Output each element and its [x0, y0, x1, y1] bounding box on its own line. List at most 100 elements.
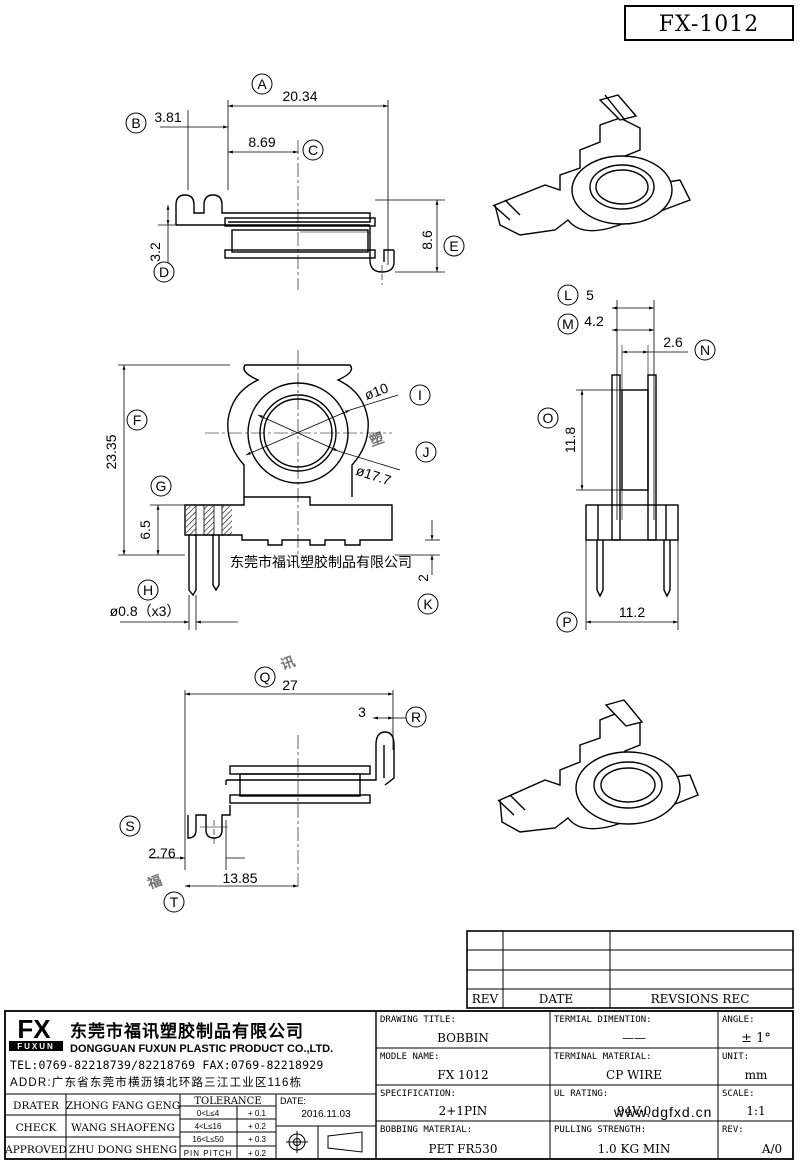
- dim-o-value: 11.8: [562, 427, 578, 453]
- svg-text:福: 福: [144, 872, 164, 892]
- svg-text:O: O: [543, 410, 554, 426]
- revisions-header: REVSIONS REC: [651, 992, 750, 1006]
- unit-value: mm: [745, 1068, 768, 1082]
- top-view-labels: 20.34 3.81 8.69 3.2 8.6: [147, 88, 435, 262]
- company-addr: ADDR:广东省东莞市横沥镇北环路三江工业区116栋: [10, 1075, 302, 1089]
- dim-q-value: 27: [282, 677, 298, 693]
- svg-text:H: H: [143, 582, 153, 598]
- terminal-material-value: CP WIRE: [606, 1068, 662, 1082]
- svg-text:M: M: [562, 316, 574, 332]
- dim-k-value: 2: [415, 574, 431, 582]
- spec-value: 2+1PIN: [439, 1104, 488, 1118]
- pulling-label: PULLING STRENGTH:: [554, 1125, 646, 1135]
- dim-p-value: 11.2: [619, 604, 645, 620]
- svg-text:B: B: [131, 115, 140, 131]
- tolerance-title: TOLERANCE: [194, 1096, 261, 1107]
- role-drater: DRATER: [13, 1100, 60, 1112]
- title-block-frame: [4, 1010, 794, 1160]
- terminal-material-label: TERMINAL MATERIAL:: [554, 1052, 652, 1062]
- angle-label: ANGLE:: [722, 1015, 755, 1025]
- unit-label: UNIT:: [722, 1052, 749, 1062]
- watermark-url: www.dgfxd.cn: [613, 1104, 712, 1120]
- svg-text:N: N: [700, 342, 710, 358]
- tol-value-1: + 0.1: [248, 1109, 267, 1118]
- callout-letter-text: A B C D E F G H I J K L M N O P Q R S T: [125, 76, 710, 910]
- dim-d-value: 3.2: [147, 242, 163, 262]
- drawing-title-label: DRAWING TITLE:: [380, 1015, 456, 1025]
- angle-value: ± 1°: [741, 1031, 771, 1046]
- dim-h-value: ø0.8（x3）: [110, 603, 181, 619]
- material-value: PET FR530: [429, 1142, 498, 1156]
- name-approved: ZHU DONG SHENG: [69, 1144, 177, 1156]
- terminal-dimention-label: TERMIAL DIMENTION:: [554, 1015, 652, 1025]
- svg-text:E: E: [449, 238, 458, 254]
- dim-t-value: 13.85: [222, 870, 257, 886]
- top-view: [158, 100, 445, 290]
- approvals: DRATER ZHONG FANG GENG CHECK WANG SHAOFE…: [4, 1096, 351, 1158]
- rev-value: A/0: [761, 1142, 782, 1156]
- front-view: [118, 350, 440, 630]
- dim-r-value: 3: [358, 704, 366, 720]
- drawing-title-value: BOBBIN: [437, 1031, 489, 1045]
- drawing-number: FX-1012: [659, 12, 760, 37]
- dim-i-value: ø10: [362, 380, 390, 403]
- company-name-en: DONGGUAN FUXUN PLASTIC PRODUCT CO.,LTD.: [70, 1043, 333, 1055]
- title-block-fields: DRAWING TITLE: BOBBIN TERMIAL DIMENTION:…: [380, 1015, 782, 1156]
- isometric-view-top: [492, 94, 691, 236]
- callout-letters: [119, 73, 716, 913]
- pulling-value: 1.0 KG MIN: [598, 1142, 671, 1156]
- dim-g-value: 6.5: [137, 520, 153, 540]
- side-view-labels: 5 4.2 2.6 11.8 11.2: [562, 287, 683, 620]
- role-approved: APPROVED: [4, 1144, 67, 1156]
- isometric-view-bottom: [497, 699, 699, 833]
- tol-range-2: 4<L≤16: [195, 1122, 222, 1131]
- svg-text:S: S: [125, 818, 134, 834]
- name-check: WANG SHAOFENG: [71, 1122, 175, 1134]
- svg-text:D: D: [159, 264, 169, 280]
- date-value: 2016.11.03: [301, 1109, 351, 1120]
- dim-b-value: 3.81: [154, 109, 181, 125]
- svg-text:讯: 讯: [278, 653, 297, 673]
- svg-text:C: C: [308, 142, 318, 158]
- company-logo: FX: [17, 1014, 51, 1044]
- svg-text:T: T: [170, 894, 179, 910]
- ul-value: 94V-0: [617, 1104, 652, 1118]
- svg-text:P: P: [562, 614, 571, 630]
- svg-text:塑: 塑: [367, 429, 386, 449]
- terminal-dimention-value: ——: [622, 1031, 646, 1045]
- dim-f-value: 23.35: [103, 434, 119, 469]
- scale-label: SCALE:: [722, 1089, 755, 1099]
- dim-s-value: 2.76: [148, 845, 175, 861]
- dim-l-value: 5: [586, 287, 594, 303]
- revision-table: [466, 930, 794, 1009]
- tol-range-1: 0<L≤4: [197, 1109, 220, 1118]
- model-value: FX 1012: [437, 1068, 488, 1082]
- rev-header: REV: [472, 992, 499, 1006]
- side-view: [576, 300, 688, 630]
- bottom-view: [150, 690, 408, 890]
- svg-text:J: J: [423, 444, 430, 460]
- bottom-view-labels: 27 3 2.76 13.85: [148, 677, 366, 886]
- title-block-company: FX FUXUN 东莞市福讯塑胶制品有限公司 DONGGUAN FUXUN PL…: [9, 1014, 333, 1089]
- dim-c-value: 8.69: [248, 134, 275, 150]
- model-label: MODLE NAME:: [380, 1052, 440, 1062]
- date-header: DATE: [539, 992, 573, 1006]
- tol-value-4: + 0.2: [248, 1149, 267, 1158]
- name-drater: ZHONG FANG GENG: [66, 1100, 180, 1112]
- tol-range-4: PIN PITCH: [184, 1149, 233, 1158]
- watermark-company: 东莞市福讯塑胶制品有限公司: [230, 554, 412, 570]
- ul-label: UL RATING:: [554, 1089, 608, 1099]
- spec-label: SPECIFICATION:: [380, 1089, 456, 1099]
- svg-text:R: R: [411, 709, 421, 725]
- drawing-number-box: FX-1012: [624, 5, 794, 41]
- company-logo-sub: FUXUN: [17, 1042, 55, 1051]
- tol-range-3: 16<L≤50: [192, 1135, 224, 1144]
- svg-text:L: L: [564, 287, 572, 303]
- dim-m-value: 4.2: [584, 313, 604, 329]
- role-check: CHECK: [16, 1122, 57, 1134]
- dim-e-value: 8.6: [419, 230, 435, 250]
- tol-value-3: + 0.3: [248, 1135, 267, 1144]
- svg-text:A: A: [257, 76, 267, 92]
- scale-value: 1:1: [746, 1104, 765, 1118]
